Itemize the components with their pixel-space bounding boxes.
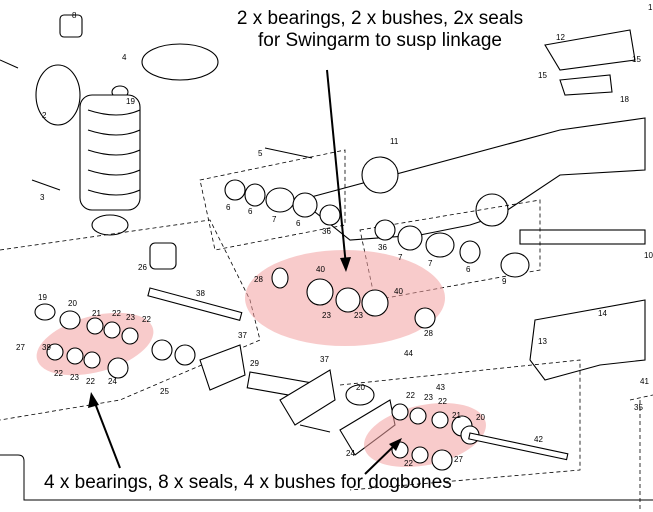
part-number: 12 [556, 33, 565, 42]
part-number: 27 [454, 455, 463, 464]
part-number: 28 [424, 329, 433, 338]
part-number: 23 [424, 393, 433, 402]
chain-guard [529, 299, 646, 381]
part-number: 22 [404, 459, 413, 468]
part-number: 41 [640, 377, 649, 386]
arrow-up-icon [364, 438, 402, 475]
part-number: 26 [138, 263, 147, 272]
part-number: 36 [378, 243, 387, 252]
part-number: 19 [38, 293, 47, 302]
callout-line-1: 2 x bearings, 2 x bushes, 2x seals [236, 8, 524, 29]
part-number: 23 [70, 373, 79, 382]
part-number: 40 [394, 287, 403, 296]
part-number: 11 [390, 137, 399, 146]
part-number: 39 [42, 343, 51, 352]
part-number: 22 [406, 391, 415, 400]
part-number: 8 [72, 11, 77, 20]
part-number: 21 [92, 309, 101, 318]
part-number: 13 [538, 337, 547, 346]
part-number: 4 [122, 53, 127, 62]
part-number: 6 [226, 203, 231, 212]
part-number: 7 [398, 253, 403, 262]
part-number: 22 [86, 377, 95, 386]
part-number-labels: 8 4 19 2 1 5 3 11 12 15 15 18 6 6 7 36 3… [16, 3, 653, 468]
part-number: 20 [476, 413, 485, 422]
part-number: 36 [322, 227, 331, 236]
swingarm [298, 29, 646, 245]
part-number: 37 [238, 331, 247, 340]
part-number: 23 [354, 311, 363, 320]
part-number: 24 [108, 377, 117, 386]
part-number: 6 [296, 219, 301, 228]
part-number: 15 [538, 71, 547, 80]
arrow-up-icon [88, 392, 121, 469]
part-number: 15 [632, 55, 641, 64]
arrow-down-icon [326, 69, 351, 272]
part-number: 27 [16, 343, 25, 352]
callout-line-2: for Swingarm to susp linkage [258, 30, 502, 51]
dogbone-right-parts [391, 403, 569, 471]
swingarm-linkage-parts [271, 267, 436, 329]
part-number: 18 [620, 95, 629, 104]
part-number: 9 [502, 277, 507, 286]
dogbone-callout: 4 x bearings, 8 x seals, 4 x bushes for … [44, 472, 452, 493]
part-number: 20 [356, 383, 365, 392]
part-number: 22 [438, 397, 447, 406]
part-number: 1 [648, 3, 653, 12]
part-number: 37 [320, 355, 329, 364]
part-number: 23 [126, 313, 135, 322]
part-number: 10 [644, 251, 653, 260]
part-number: 22 [54, 369, 63, 378]
part-number: 19 [126, 97, 135, 106]
part-number: 24 [346, 449, 355, 458]
part-number: 7 [272, 215, 277, 224]
part-number: 21 [452, 411, 461, 420]
part-number: 35 [634, 403, 643, 412]
linkage-plates [199, 344, 396, 456]
part-number: 28 [254, 275, 263, 284]
part-number: 6 [466, 265, 471, 274]
shock-absorber [0, 14, 313, 270]
part-number: 5 [258, 149, 263, 158]
bearing-row-upper [224, 179, 530, 278]
part-number: 43 [436, 383, 445, 392]
dogbone-left-parts [34, 287, 243, 379]
part-number: 6 [248, 207, 253, 216]
part-number: 23 [322, 311, 331, 320]
part-number: 3 [40, 193, 45, 202]
part-number: 2 [42, 111, 47, 120]
part-number: 7 [428, 259, 433, 268]
part-number: 38 [196, 289, 205, 298]
part-number: 22 [142, 315, 151, 324]
part-number: 42 [534, 435, 543, 444]
swingarm-linkage-callout: 2 x bearings, 2 x bushes, 2x seals for S… [200, 8, 560, 52]
part-number: 14 [598, 309, 607, 318]
part-number: 25 [160, 387, 169, 396]
caption-frame [0, 454, 653, 501]
part-number: 22 [112, 309, 121, 318]
part-number: 20 [68, 299, 77, 308]
part-number: 44 [404, 349, 413, 358]
part-number: 40 [316, 265, 325, 274]
part-number: 29 [250, 359, 259, 368]
